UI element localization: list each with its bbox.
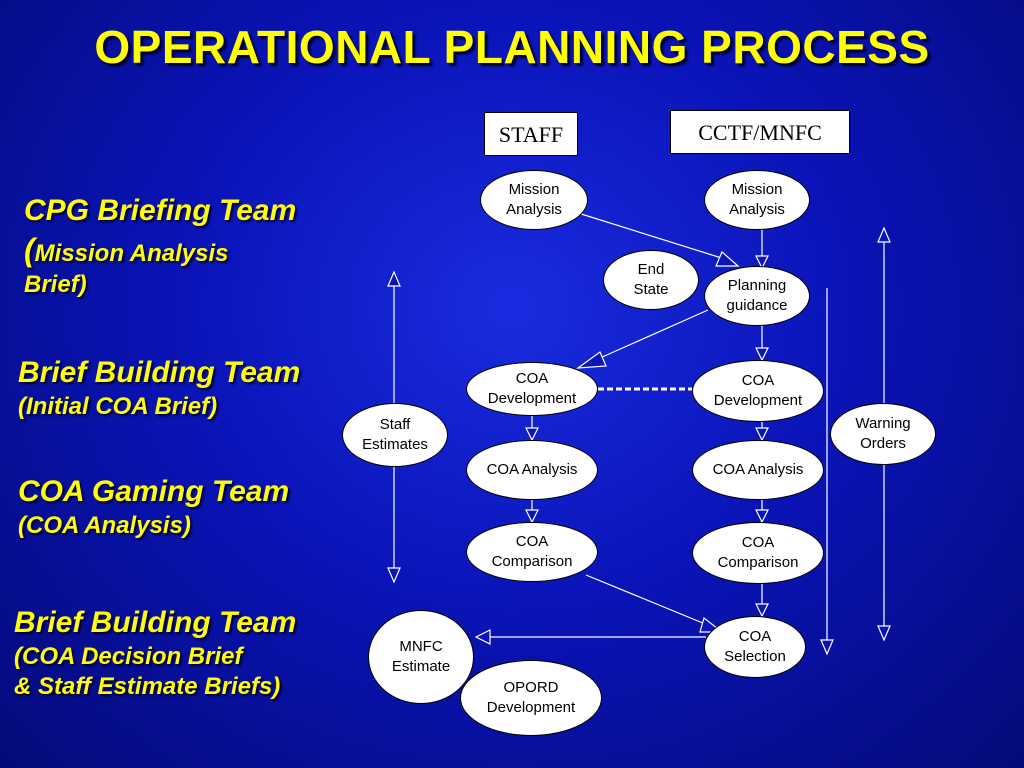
arrowhead (525, 427, 539, 442)
arrowhead (474, 629, 491, 645)
team-name: Brief Building Team (14, 606, 297, 639)
team-name: CPG Briefing Team (24, 194, 297, 227)
team-detail: (COA Decision Brief (14, 642, 243, 670)
arrowhead (755, 427, 769, 442)
team-detail: (COA Analysis) (18, 511, 191, 539)
arrowhead (715, 251, 740, 267)
arrowhead (820, 639, 834, 656)
team-paren: ( (24, 231, 35, 268)
arrow-guidance-to-staff-coa-dev (599, 309, 709, 359)
arrow-staff-comparison-to-selection (585, 574, 711, 627)
node-cctf-coa-analysis: COA Analysis (692, 440, 824, 500)
arrowhead (755, 255, 769, 270)
arrowhead (387, 567, 401, 584)
node-staff-coa-analysis: COA Analysis (466, 440, 598, 500)
column-header-cctf: CCTF/MNFC (670, 110, 850, 154)
arrowhead (755, 347, 769, 362)
arrow-mission-to-guidance (577, 212, 729, 261)
team-coa-gaming: COA Gaming Team (COA Analysis) (18, 473, 289, 541)
team-detail: Brief) (24, 270, 87, 298)
team-name: Brief Building Team (18, 356, 301, 389)
arrowhead (387, 270, 401, 287)
arrowhead (575, 351, 607, 369)
team-brief-building-initial: Brief Building Team (Initial COA Brief) (18, 354, 300, 422)
arrowhead (525, 509, 539, 524)
team-detail: Mission Analysis (34, 239, 229, 267)
arrowhead (755, 603, 769, 618)
team-cpg-briefing: CPG Briefing Team (Mission Analysis Brie… (24, 192, 296, 300)
team-detail: (Initial COA Brief) (18, 392, 218, 420)
slide-title: OPERATIONAL PLANNING PROCESS (94, 21, 930, 73)
team-detail: & Staff Estimate Briefs) (14, 672, 281, 700)
arrowhead (877, 226, 891, 243)
arrowhead (877, 625, 891, 642)
arrowhead (755, 509, 769, 524)
team-name: COA Gaming Team (18, 475, 290, 508)
column-header-staff: STAFF (484, 112, 578, 156)
team-brief-building-decision: Brief Building Team (COA Decision Brief … (14, 604, 296, 702)
